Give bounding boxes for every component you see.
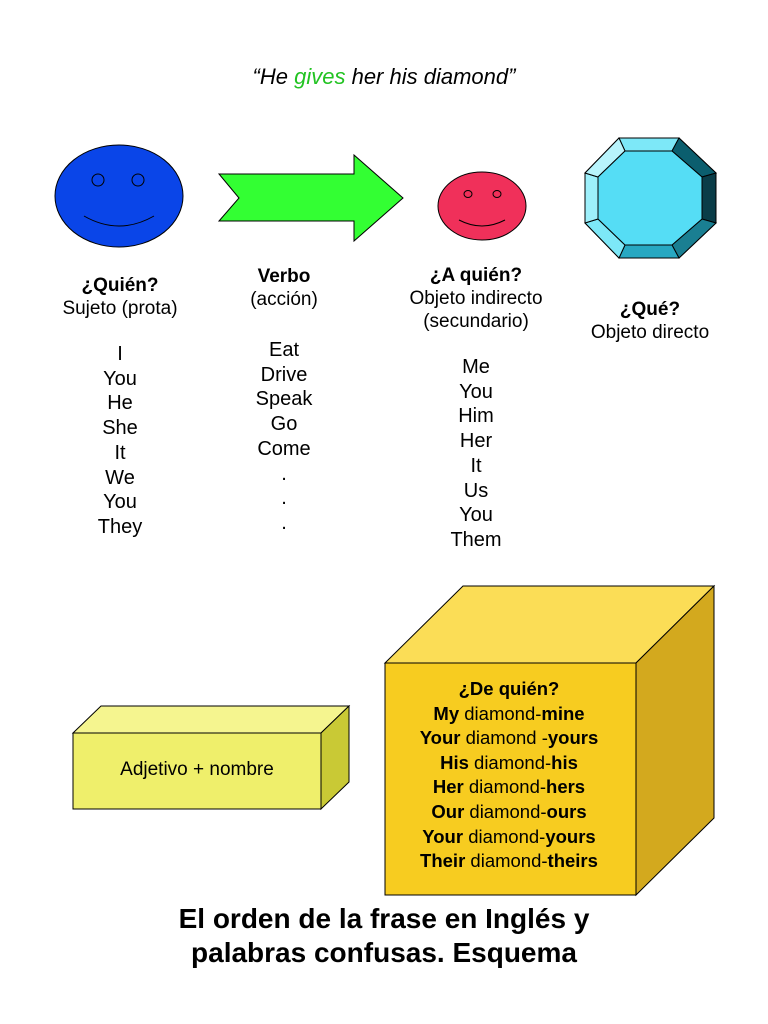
list-item: . — [281, 511, 287, 534]
list-item: She — [102, 417, 138, 440]
verb-list: Eat Drive Speak Go Come . . . — [184, 338, 384, 536]
list-item: Drive — [260, 363, 308, 386]
possessive-noun: diamond- — [459, 702, 542, 724]
list-item: They — [97, 515, 143, 538]
possessive-noun: diamond- — [465, 850, 548, 872]
possessive-noun: diamond- — [463, 776, 547, 798]
list-item: You — [459, 380, 493, 403]
yellow-box-icon — [71, 704, 351, 811]
subject-pronoun-list: I You He She It We You They — [20, 342, 220, 540]
possessive-noun: diamond- — [468, 751, 552, 773]
list-item: Her — [459, 430, 493, 453]
indirect-object-subheading-2: (secundario) — [423, 311, 529, 332]
possessive-adjective: Your — [419, 727, 461, 749]
possessive-adjective: His — [440, 751, 469, 773]
page-title: El orden de la frase en Inglés y palabra… — [0, 902, 768, 970]
possessive-adjective: Our — [431, 800, 465, 822]
possessive-adjective: Their — [420, 850, 466, 872]
list-item: Me — [462, 356, 490, 378]
possessives-heading: ¿De quién? — [458, 678, 560, 699]
direct-object-heading: ¿Qué? — [619, 299, 681, 320]
possessive-pronoun: ours — [546, 800, 587, 822]
list-item: Come — [257, 437, 311, 460]
possessive-noun: diamond - — [460, 727, 548, 749]
verb-column: Verbo (acción) Eat Drive Speak Go Come .… — [184, 265, 384, 536]
list-item: Eat — [268, 339, 300, 361]
list-item: It — [470, 454, 482, 477]
example-sentence: “He gives her his diamond” — [0, 64, 768, 90]
object-pronoun-list: Me You Him Her It Us You Them — [376, 355, 576, 553]
possessive-pronoun: yours — [547, 727, 599, 749]
subject-heading: ¿Quién? — [81, 275, 159, 296]
possessive-row: Your diamond -yours — [381, 726, 637, 751]
list-item: . — [281, 487, 287, 510]
list-item: He — [107, 392, 133, 415]
possessives-panel: ¿De quién? My diamond-mine Your diamond … — [381, 677, 637, 874]
quote-open: “He — [252, 64, 295, 89]
blue-smiley-face-icon — [54, 144, 184, 248]
direct-object-column: ¿Qué? Objeto directo — [550, 298, 750, 344]
possessive-pronoun: theirs — [547, 850, 598, 872]
list-item: Speak — [255, 388, 313, 411]
list-item: You — [103, 367, 137, 390]
list-item: Them — [450, 528, 502, 551]
adjective-box-label: Adjetivo + nombre — [120, 759, 274, 780]
title-line-1: El orden de la frase en Inglés y — [178, 903, 590, 934]
list-item: It — [114, 441, 126, 464]
list-item: Him — [458, 405, 494, 428]
verb-subheading: (acción) — [250, 289, 318, 310]
list-item: You — [103, 491, 137, 514]
yellow-cube-icon — [383, 584, 716, 897]
quote-verb: gives — [294, 64, 346, 89]
possessive-row: Our diamond-ours — [381, 800, 637, 825]
direct-object-subheading: Objeto directo — [590, 322, 710, 343]
list-item: Us — [463, 479, 489, 502]
list-item: We — [105, 466, 135, 489]
possessive-row: Their diamond-theirs — [381, 849, 637, 874]
possessive-row: Her diamond-hers — [381, 775, 637, 800]
possessive-noun: diamond- — [464, 800, 547, 822]
subject-column: ¿Quién? Sujeto (prota) I You He She It W… — [20, 274, 220, 540]
quote-rest: her his diamond” — [345, 64, 516, 89]
indirect-object-heading: ¿A quién? — [429, 265, 523, 286]
possessive-adjective: Her — [432, 776, 464, 798]
possessive-row: Your diamond-yours — [381, 825, 637, 850]
possessive-noun: diamond- — [463, 825, 546, 847]
possessive-adjective: Your — [422, 825, 464, 847]
list-item: I — [117, 343, 123, 365]
possessive-row: His diamond-his — [381, 751, 637, 776]
list-item: . — [281, 462, 287, 485]
possessive-adjective: My — [433, 702, 460, 724]
list-item: You — [459, 504, 493, 527]
indirect-object-column: ¿A quién? Objeto indirecto (secundario) … — [376, 264, 576, 553]
cyan-octagon-gem-icon — [584, 137, 717, 259]
indirect-object-subheading-1: Objeto indirecto — [409, 288, 543, 309]
possessive-pronoun: yours — [545, 825, 596, 847]
pink-smiley-face-icon — [437, 171, 527, 241]
subject-subheading: Sujeto (prota) — [62, 298, 178, 319]
possessive-row: My diamond-mine — [381, 702, 637, 727]
list-item: Go — [270, 413, 298, 436]
title-line-2: palabras confusas. Esquema — [191, 937, 577, 968]
possessive-pronoun: mine — [541, 702, 585, 724]
possessive-pronoun: his — [551, 751, 578, 773]
verb-heading: Verbo — [257, 266, 311, 287]
possessive-pronoun: hers — [546, 776, 586, 798]
green-arrow-icon — [217, 153, 404, 243]
